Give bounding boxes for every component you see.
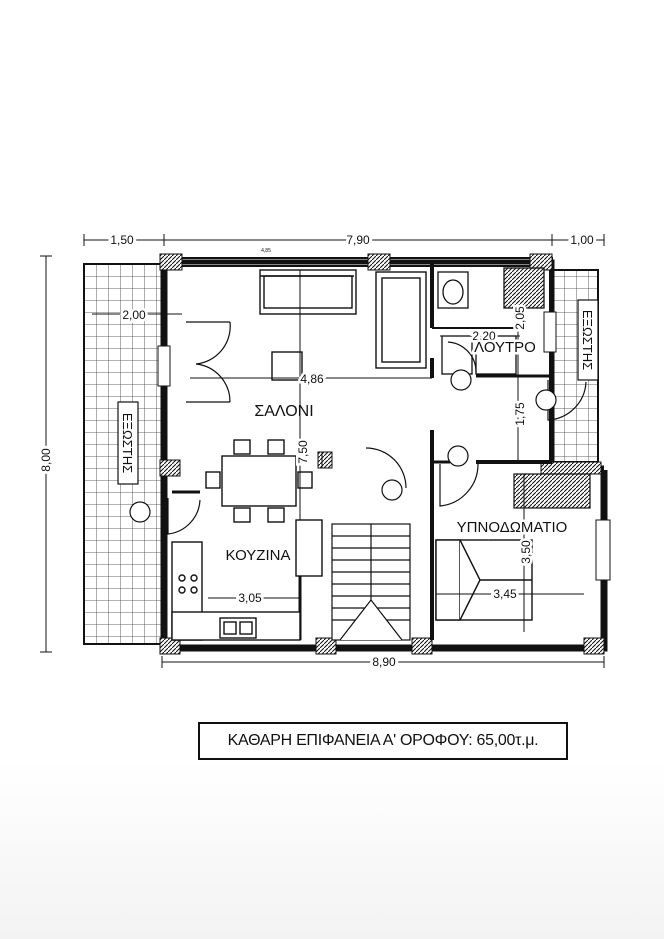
net-area-text: ΚΑΘΑΡΗ ΕΠΙΦΑΝΕΙΑ Α' ΟΡΟΦΟΥ: 65,00τ.μ. [227,732,539,749]
balcony-left-label-box: ΕΞΩΣΤΗΣ [117,401,139,485]
coffee-table [271,351,303,381]
wardrobe [513,473,591,509]
dim-bedroom-width: 3,45 [493,587,517,601]
windows [157,311,611,581]
bed [435,539,533,621]
net-area-caption: ΚΑΘΑΡΗ ΕΠΙΦΑΝΕΙΑ Α' ΟΡΟΦΟΥ: 65,00τ.μ. [198,722,568,760]
floor-plan: 1,50 7,90 1,00 4,85 8,00 8,90 2,00 4,86 … [39,233,611,669]
room-label-kitchen: ΚΟΥΖΙΝΑ [226,547,291,564]
dim-bath-width: 2,20 [472,329,496,343]
dim-kitchen-width: 3,05 [238,591,262,605]
bathroom-fixtures [437,267,545,375]
dim-top-right: 1,00 [570,233,594,247]
sofa-top [259,269,357,315]
door-swings [365,341,587,507]
room-label-bathroom: ΛΟΥΤΡΟ [474,339,536,356]
room-label-living: ΣΑΛΟΝΙ [254,403,313,420]
balcony-double-door [167,321,231,535]
dimension-lines [40,234,605,668]
kitchen-counters [171,519,323,641]
dim-top-small: 4,85 [261,248,271,254]
paper-shadow [0,760,664,939]
room-label-balcony-left: ΕΞΩΣΤΗΣ [120,413,135,473]
dim-top-left: 1,50 [110,233,134,247]
staircase [331,523,411,641]
dim-top-middle: 7,90 [346,233,370,247]
balcony-right-label-box: ΕΞΩΣΤΗΣ [577,299,599,381]
dim-balcony-width: 2,00 [122,308,146,322]
dining-table [205,439,313,523]
dim-living-width: 4,86 [300,372,324,386]
dim-left-height: 8,00 [39,448,53,472]
dim-bottom-width: 8,90 [372,655,396,669]
dim-bedroom-height: 3,50 [519,540,533,564]
dim-bath-height: 2,05 [513,306,527,330]
room-label-bedroom: ΥΠΝΟΔΩΜΑΤΙΟ [457,519,568,536]
dim-corridor-height: 1,75 [513,402,527,426]
electrical-symbols [129,369,557,523]
sofa-right [375,271,427,369]
room-label-balcony-right: ΕΞΩΣΤΗΣ [580,310,595,370]
dim-living-height: 7,50 [296,440,310,464]
